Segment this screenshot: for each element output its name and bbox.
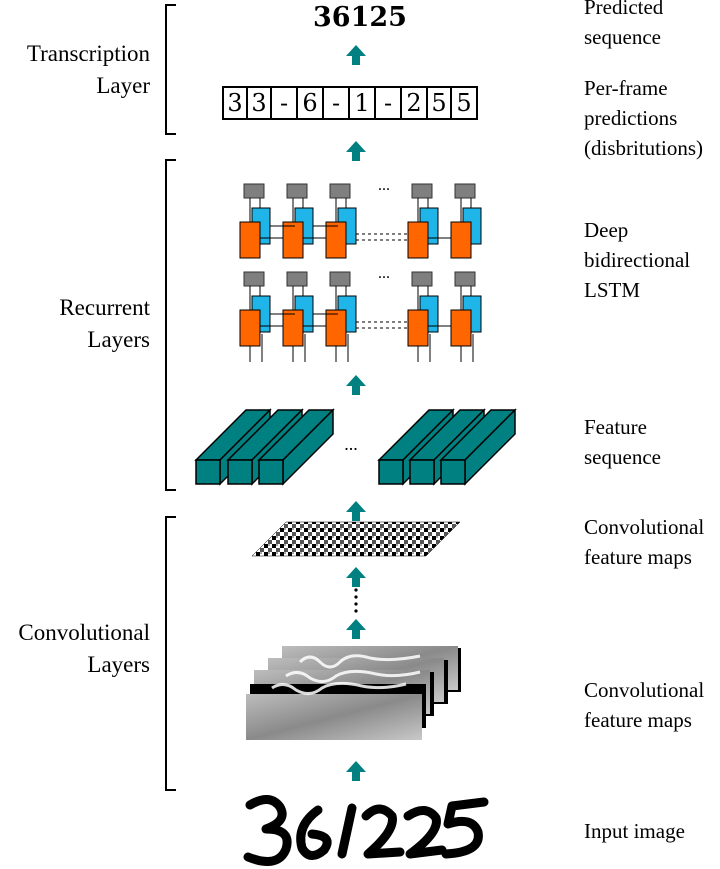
lstm-output-unit	[411, 271, 433, 287]
lstm-forward-cell	[407, 221, 429, 259]
label-line: Per-frame	[584, 76, 668, 100]
conv-feature-maps-stack	[246, 646, 461, 740]
label-line: Layer	[96, 73, 150, 98]
feature-sequence-label: Feature sequence	[584, 412, 661, 472]
feature-block-front	[227, 459, 253, 485]
label-line: Layers	[87, 652, 150, 677]
label-line: Convolutional	[584, 515, 705, 539]
feature-ellipsis: ...	[344, 434, 358, 454]
up-arrow-icon	[346, 45, 366, 65]
label-line: Predicted	[584, 0, 664, 19]
label-line: Feature	[584, 415, 647, 439]
convolutional-bracket	[165, 516, 176, 791]
label-line: bidirectional	[584, 248, 691, 272]
predicted-sequence-label: Predicted sequence	[584, 0, 663, 52]
label-line: Convolutional	[18, 620, 150, 645]
predicted-sequence: 36125	[313, 2, 407, 33]
transcription-bracket	[165, 4, 176, 135]
lstm-label: Deep bidirectional LSTM	[584, 215, 690, 305]
feature-block-front	[258, 459, 284, 485]
lstm-forward-cell	[325, 221, 347, 259]
label-line: Recurrent	[59, 295, 150, 320]
label-line: feature maps	[584, 545, 692, 569]
lstm-forward-cell	[239, 221, 261, 259]
lstm-output-unit	[286, 271, 308, 287]
label-line: Input image	[584, 819, 685, 843]
vertical-ellipsis-icon	[354, 588, 358, 613]
up-arrow-icon	[346, 501, 366, 521]
label-line: Convolutional	[584, 678, 705, 702]
label-line: Deep	[584, 218, 629, 242]
input-image	[243, 795, 489, 866]
lstm-output-unit	[243, 183, 265, 199]
feature-block-front	[195, 459, 221, 485]
per-frame-predictions-label: Per-frame predictions (disbritutions)	[584, 73, 703, 163]
lstm-forward-cell	[239, 309, 261, 347]
up-arrow-icon	[346, 619, 366, 639]
label-line: Layers	[87, 327, 150, 352]
conv-feature-map-top	[251, 521, 461, 557]
label-line: sequence	[584, 445, 661, 469]
lstm-forward-cell	[450, 309, 472, 347]
label-line: predictions	[584, 106, 678, 130]
input-image-label: Input image	[584, 816, 685, 846]
up-arrow-icon	[346, 375, 366, 395]
lstm-output-unit	[454, 271, 476, 287]
lstm-output-unit	[329, 271, 351, 287]
lstm-grid	[239, 183, 482, 362]
lstm-top-ellipsis: ...	[378, 177, 390, 194]
lstm-forward-cell	[450, 221, 472, 259]
lstm-forward-cell	[282, 309, 304, 347]
label-line: sequence	[584, 25, 661, 49]
lstm-output-unit	[243, 271, 265, 287]
transcription-layer-label: Transcription Layer	[0, 38, 150, 102]
lstm-mid-ellipsis: ...	[378, 265, 390, 282]
label-line: feature maps	[584, 708, 692, 732]
label-line: LSTM	[584, 278, 641, 302]
lstm-output-unit	[286, 183, 308, 199]
feature-sequence-blocks	[194, 408, 517, 486]
lstm-forward-cell	[407, 309, 429, 347]
lstm-output-unit	[329, 183, 351, 199]
up-arrow-icon	[346, 567, 366, 587]
lstm-output-unit	[454, 183, 476, 199]
lstm-output-unit	[411, 183, 433, 199]
label-line: Transcription	[26, 41, 150, 66]
recurrent-bracket	[165, 159, 176, 491]
lstm-forward-cell	[282, 221, 304, 259]
feature-block-front	[409, 459, 435, 485]
conv-feature-maps-top-label: Convolutional feature maps	[584, 512, 704, 572]
up-arrow-icon	[346, 761, 366, 781]
label-line: (disbritutions)	[584, 136, 703, 160]
feature-block-front	[378, 459, 404, 485]
up-arrow-icon	[346, 141, 366, 161]
recurrent-layers-label: Recurrent Layers	[0, 292, 150, 356]
frame-cell: 5	[450, 86, 478, 120]
conv-feature-maps-bottom-label: Convolutional feature maps	[584, 675, 704, 735]
lstm-forward-cell	[325, 309, 347, 347]
convolutional-layers-label: Convolutional Layers	[0, 617, 150, 681]
feature-block-front	[440, 459, 466, 485]
